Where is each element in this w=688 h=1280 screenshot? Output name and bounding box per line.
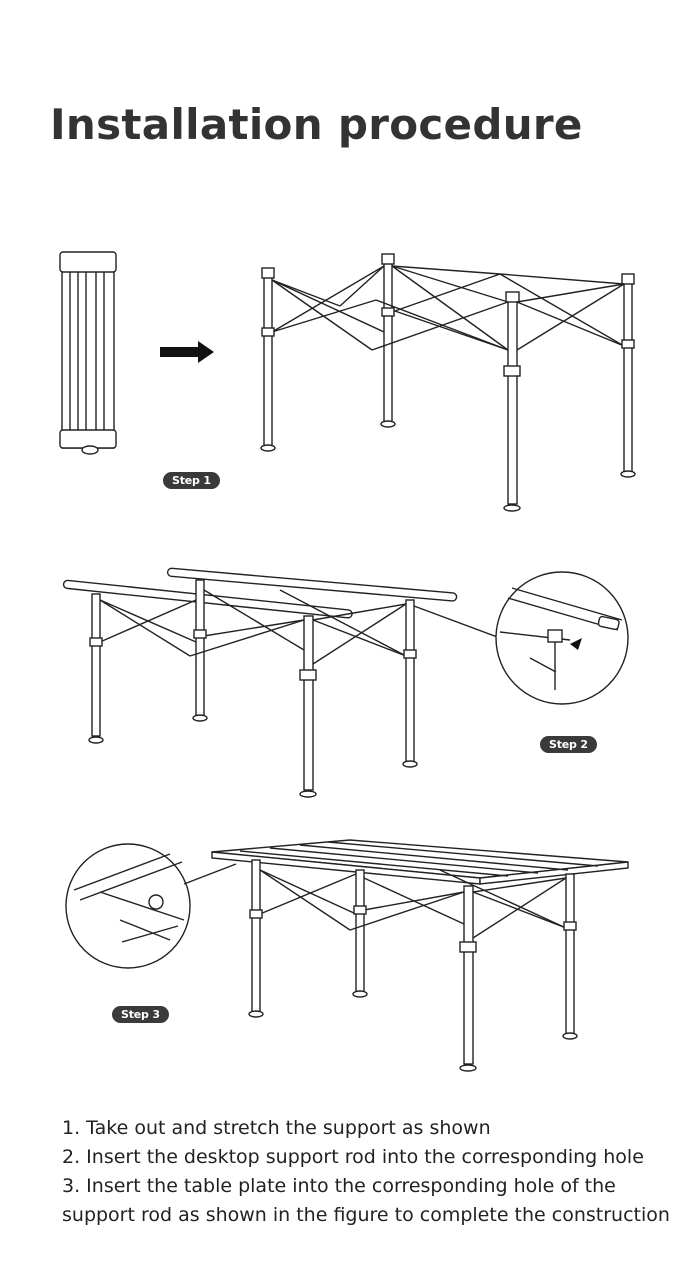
instruction-item: 3. Insert the table plate into the corre… (62, 1175, 670, 1226)
step3-badge: Step 3 (112, 1006, 169, 1023)
expanded-frame (260, 253, 636, 512)
instruction-item: 2. Insert the desktop support rod into t… (62, 1146, 644, 1168)
page-title: Installation procedure (50, 100, 583, 149)
finished-table (211, 839, 629, 1072)
step1-badge: Step 1 (163, 472, 220, 489)
step3-detail-circle (65, 843, 191, 969)
frame-with-rods (62, 567, 458, 798)
step1-illustration (59, 251, 636, 512)
instruction-item: 1. Take out and stretch the support as s… (62, 1117, 491, 1139)
step3-illustration (65, 839, 629, 1072)
step2-badge: Step 2 (540, 736, 597, 753)
right-arrow-icon (160, 341, 214, 363)
step2-illustration (62, 567, 629, 798)
instructions-list: 1. Take out and stretch the support as s… (62, 1114, 672, 1230)
folded-frame (59, 251, 117, 455)
step2-detail-circle (495, 571, 629, 705)
